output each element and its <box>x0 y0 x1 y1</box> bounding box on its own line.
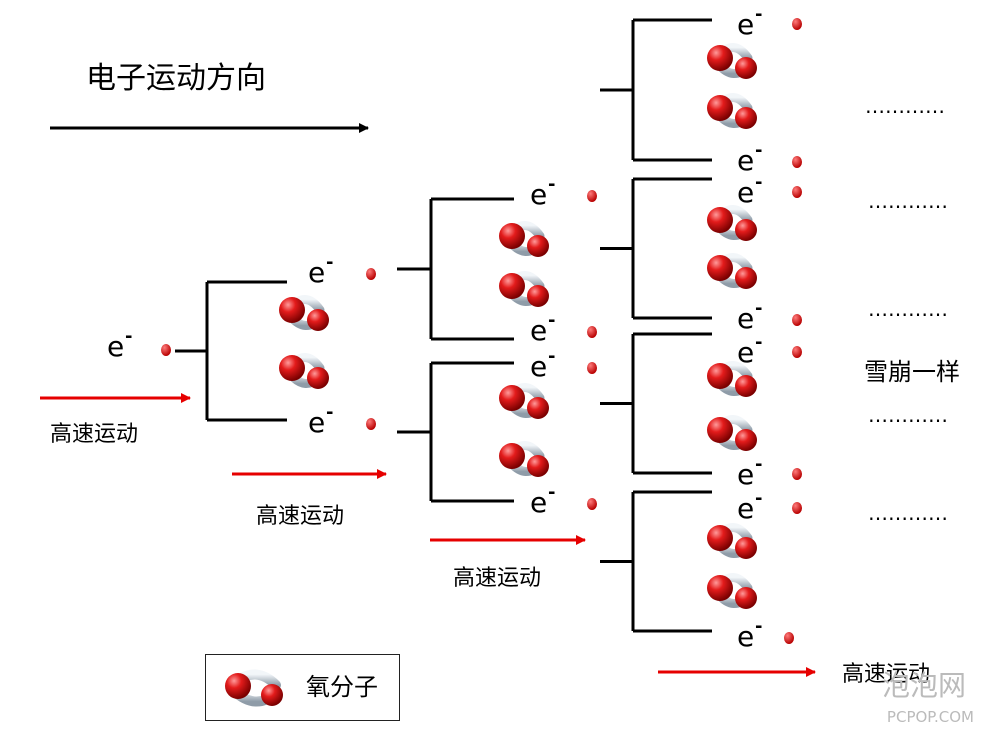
continuation-dots: ………… ………… ………… ………… ………… <box>865 94 948 525</box>
electron-symbol: e <box>308 256 325 289</box>
ion-dot <box>792 156 802 168</box>
watermark-sub: PCPOP.COM <box>886 708 974 726</box>
oxygen-molecule-icon <box>499 271 549 307</box>
ion-dot <box>587 326 597 338</box>
electrons: e-e-e-e-e-e-e-e-e-e-e-e-e-e-e- <box>107 4 802 653</box>
ion-dot <box>792 18 802 30</box>
ellipsis-text: ………… <box>868 297 948 321</box>
electron-charge: - <box>755 140 762 161</box>
branch-bracket <box>600 332 712 475</box>
legend-label: 氧分子 <box>306 673 378 701</box>
legend: 氧分子 <box>205 654 400 721</box>
electron-symbol: e <box>737 620 754 653</box>
electron-symbol: e <box>737 8 754 41</box>
ion-dot <box>792 314 802 326</box>
oxygen-molecules <box>279 43 757 609</box>
electron-symbol: e <box>737 302 754 335</box>
ion-dot <box>366 268 376 280</box>
oxygen-molecule-icon <box>707 573 757 609</box>
speed-label: 高速运动 <box>50 422 139 447</box>
oxygen-molecule-icon <box>707 523 757 559</box>
electron-charge: - <box>548 482 555 503</box>
avalanche-label: 雪崩一样 <box>864 358 960 386</box>
oxygen-molecule-icon <box>499 221 549 257</box>
electron-symbol: e <box>737 336 754 369</box>
electron-symbol: e <box>308 406 325 439</box>
electron-symbol: e <box>737 176 754 209</box>
electron-symbol: e <box>530 314 547 347</box>
electron-symbol: e <box>737 144 754 177</box>
ellipsis-text: ………… <box>868 403 948 427</box>
electron-charge: - <box>755 616 762 637</box>
speed-label: 高速运动 <box>453 566 542 591</box>
electron-charge: - <box>755 332 762 353</box>
electron-charge: - <box>548 174 555 195</box>
electron-direction-title: 电子运动方向 <box>86 61 266 96</box>
oxygen-molecule-icon <box>707 205 757 241</box>
branch-bracket <box>175 280 287 422</box>
ion-dot <box>792 186 802 198</box>
ellipsis-text: ………… <box>865 94 945 118</box>
branch-bracket <box>600 177 712 320</box>
electron-charge: - <box>548 346 555 367</box>
electron-charge: - <box>548 310 555 331</box>
electron-symbol: e <box>530 178 547 211</box>
oxygen-molecule-icon <box>225 669 283 707</box>
electron-charge: - <box>755 172 762 193</box>
ion-dot <box>587 362 597 374</box>
ion-dot <box>784 632 794 644</box>
electron-charge: - <box>326 252 333 273</box>
oxygen-molecule-icon <box>499 441 549 477</box>
oxygen-molecule-icon <box>707 415 757 451</box>
electron-symbol: e <box>107 330 124 363</box>
ion-dot <box>792 468 802 480</box>
branch-bracket <box>397 361 514 503</box>
branch-brackets <box>175 18 712 633</box>
ellipsis-text: ………… <box>868 501 948 525</box>
oxygen-molecule-icon <box>279 353 329 389</box>
oxygen-molecule-icon <box>707 361 757 397</box>
ion-dot <box>792 502 802 514</box>
watermark-main: 泡泡网 <box>881 669 966 702</box>
electron-symbol: e <box>530 486 547 519</box>
oxygen-molecule-icon <box>707 93 757 129</box>
oxygen-molecule-icon <box>499 383 549 419</box>
electron-symbol: e <box>530 350 547 383</box>
branch-bracket <box>600 490 712 633</box>
speed-label: 高速运动 <box>842 662 931 687</box>
ion-dot <box>366 418 376 430</box>
ion-dot <box>587 498 597 510</box>
speed-arrows <box>40 393 816 677</box>
oxygen-molecule-icon <box>707 43 757 79</box>
branch-bracket <box>600 18 712 162</box>
electron-symbol: e <box>737 492 754 525</box>
ion-dot <box>587 190 597 202</box>
oxygen-molecule-icon <box>279 295 329 331</box>
electron-charge: - <box>755 4 762 25</box>
ellipsis-text: ………… <box>868 189 948 213</box>
oxygen-molecule-icon <box>707 253 757 289</box>
ion-dot <box>161 344 171 356</box>
speed-label: 高速运动 <box>256 504 345 529</box>
ion-dot <box>792 346 802 358</box>
electron-charge: - <box>326 402 333 423</box>
electron-charge: - <box>755 298 762 319</box>
electron-charge: - <box>125 326 132 347</box>
electron-charge: - <box>755 488 762 509</box>
branch-bracket <box>397 197 514 341</box>
electron-symbol: e <box>737 458 754 491</box>
electron-charge: - <box>755 454 762 475</box>
